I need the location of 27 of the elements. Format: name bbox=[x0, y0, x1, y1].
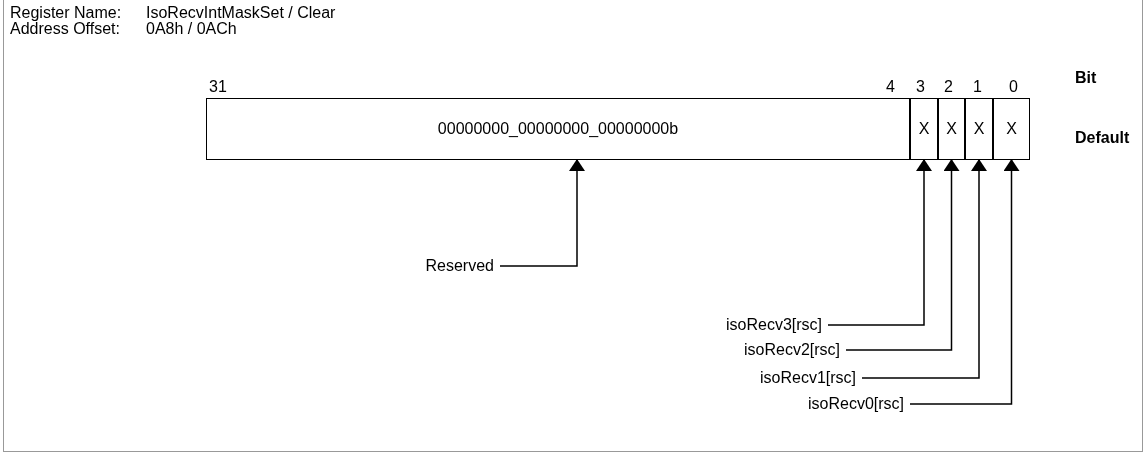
bit-cell: X bbox=[965, 98, 993, 160]
leader-arrow bbox=[827, 159, 932, 326]
bit-number: 4 bbox=[886, 78, 895, 96]
field-label: Reserved bbox=[380, 255, 494, 277]
bit-cell: X bbox=[938, 98, 965, 160]
bit-number: 31 bbox=[209, 78, 227, 96]
field-label: isoRecv1[rsc] bbox=[732, 367, 856, 389]
row-heading: Default bbox=[1075, 128, 1130, 148]
bit-number: 2 bbox=[944, 78, 953, 96]
field-name: Register Name: bbox=[10, 4, 122, 22]
register-field: 00000000_00000000_00000000b bbox=[206, 98, 910, 160]
field-name: Address Offset: bbox=[10, 20, 120, 38]
field-label: isoRecv2[rsc] bbox=[716, 339, 840, 361]
field-value: 0A8h / 0ACh bbox=[146, 20, 237, 38]
bit-cell: X bbox=[993, 98, 1030, 160]
leader-arrow bbox=[845, 159, 960, 351]
leader-arrow bbox=[499, 159, 585, 267]
bit-number: 0 bbox=[1009, 78, 1018, 96]
field-label: isoRecv3[rsc] bbox=[700, 314, 822, 336]
bit-number: 1 bbox=[973, 78, 982, 96]
leader-arrow bbox=[909, 159, 1020, 405]
row-heading: Bit bbox=[1075, 68, 1097, 88]
field-value: IsoRecvIntMaskSet / Clear bbox=[146, 4, 336, 22]
bit-cell: X bbox=[910, 98, 938, 160]
leader-arrow bbox=[861, 159, 987, 379]
bit-number: 3 bbox=[916, 78, 925, 96]
field-label: isoRecv0[rsc] bbox=[776, 393, 904, 415]
